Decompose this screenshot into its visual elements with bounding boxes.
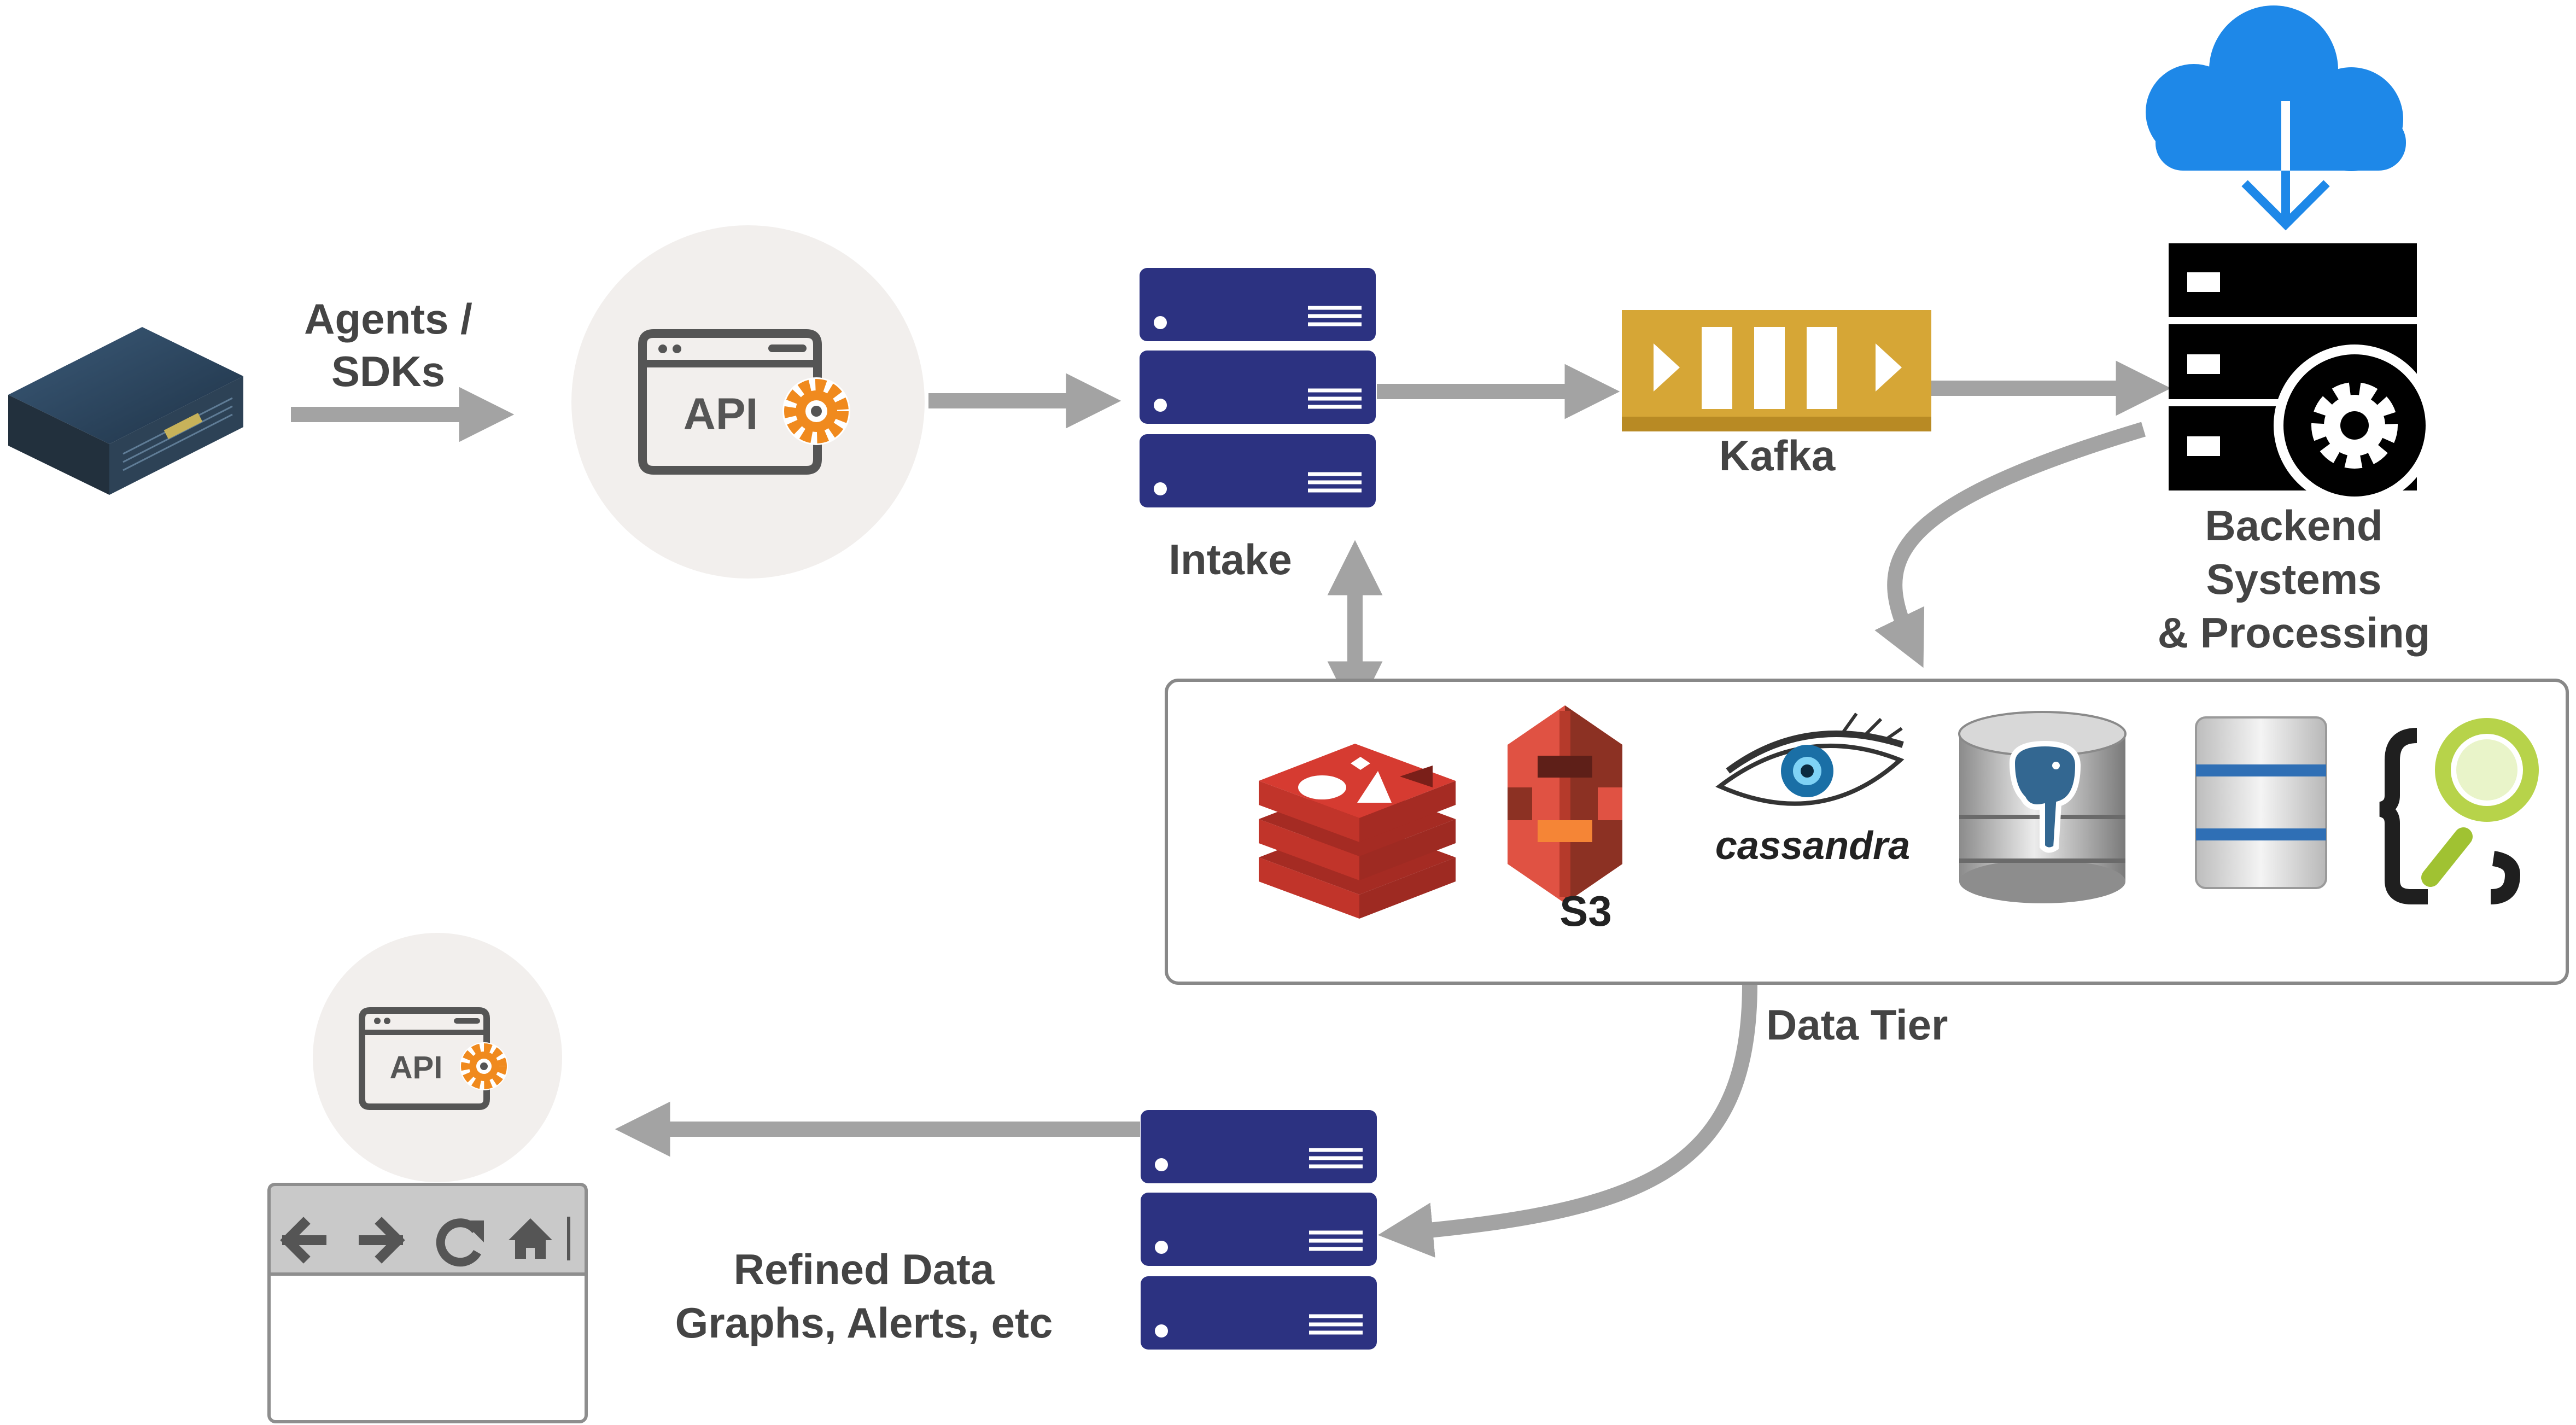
postgresql-database-icon (1958, 711, 2127, 903)
backend-gear (2311, 382, 2398, 469)
server-unit (1140, 351, 1376, 424)
reload-icon (436, 1218, 484, 1267)
kafka-label: Kafka (1719, 431, 1836, 480)
home-icon (509, 1218, 552, 1259)
server-unit (1141, 1110, 1377, 1183)
server-unit (1140, 268, 1376, 341)
refined-label-line-2: Graphs, Alerts, etc (675, 1299, 1053, 1347)
server-stack-icon (1141, 1110, 1377, 1350)
backend-label: Backend Systems & Processing (2094, 499, 2493, 659)
arrow-datatier-to-output-servers (1377, 984, 1757, 1258)
cloud-download-icon (2146, 5, 2406, 231)
api-gear (782, 377, 850, 445)
json-search-icon (2379, 718, 2539, 904)
intake-label: Intake (1169, 535, 1292, 583)
postgres-elephant (2009, 740, 2081, 853)
back-arrow-icon (280, 1217, 326, 1264)
arrow-backend-to-datatier (1874, 422, 2146, 668)
agents-label-line: Agents / (304, 295, 472, 343)
cassandra-eye-icon (1715, 712, 1905, 806)
storage-stack-icon (2195, 716, 2327, 889)
server-unit (1141, 1193, 1377, 1266)
refined-data-label: Refined Data Graphs, Alerts, etc (640, 1242, 1088, 1350)
refined-label-line-1: Refined Data (733, 1245, 995, 1293)
server-unit (1140, 434, 1376, 507)
api-client-node: API (313, 933, 562, 1182)
backend-label-line-2: Systems (2206, 555, 2382, 603)
server-unit (1141, 1276, 1377, 1350)
agents-sdks-label: Agents / SDKs (262, 293, 514, 398)
svg-text:API: API (684, 389, 758, 439)
server-gear-icon (2169, 243, 2435, 506)
backend-label-line-1: Backend (2205, 501, 2383, 550)
browser-window-icon (267, 1183, 588, 1423)
api-gateway-node: API (571, 225, 925, 579)
api-gear-icon: API (638, 329, 850, 475)
forward-arrow-icon (359, 1217, 405, 1264)
network-appliance-icon (8, 327, 243, 495)
server-stack-icon (1140, 268, 1376, 507)
cassandra-label: cassandra (1715, 824, 1911, 868)
connector-arrows (291, 360, 2171, 1258)
api-gear-icon: API (359, 1007, 508, 1110)
redis-icon (1259, 744, 1456, 919)
message-queue-icon (1622, 310, 1931, 431)
backend-label-line-3: & Processing (2157, 609, 2431, 657)
s3-label: S3 (1559, 887, 1612, 935)
aws-s3-icon (1508, 705, 1622, 903)
svg-text:API: API (390, 1050, 443, 1085)
data-tier-label: Data Tier (1766, 1001, 1948, 1049)
sdks-label-line: SDKs (331, 347, 446, 395)
